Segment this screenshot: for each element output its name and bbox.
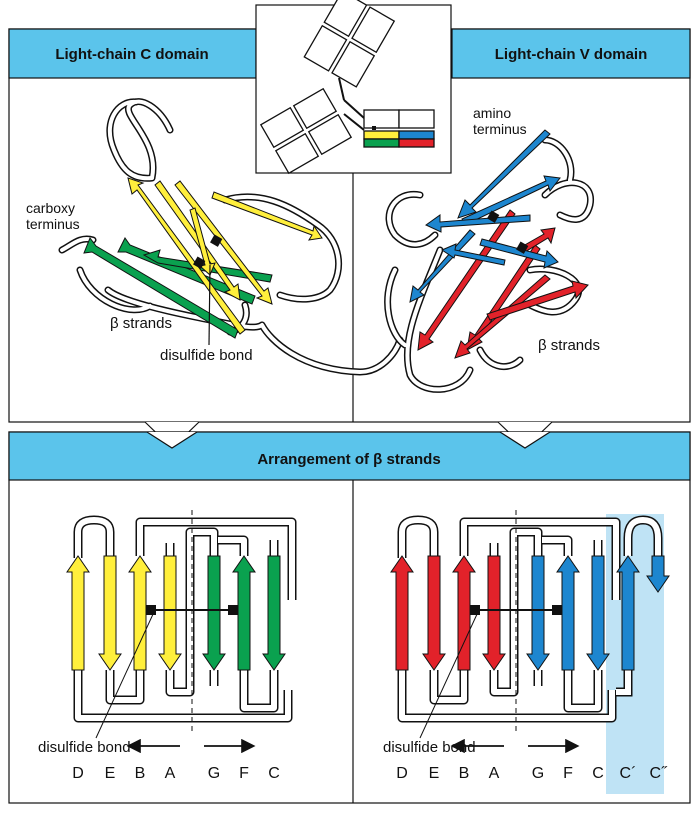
strand-label-5: F: [563, 765, 573, 782]
strand-C-double-prime: [646, 555, 670, 593]
strand-label-7: C´: [620, 765, 637, 782]
inset-v-domain-blue: [398, 130, 435, 140]
strand-E: [98, 555, 122, 671]
strand-label-1: E: [429, 765, 440, 782]
beta-strands-left-label: β strands: [110, 315, 172, 332]
v-domain-title: Light-chain V domain: [495, 46, 648, 63]
strand-label-2: B: [459, 765, 470, 782]
strand-B: [452, 555, 476, 671]
arrangement-title: Arrangement of β strands: [257, 451, 440, 468]
strand-E: [422, 555, 446, 671]
strand-label-6: C: [268, 765, 280, 782]
strand-G: [526, 555, 550, 671]
strand-label-1: E: [105, 765, 116, 782]
strand-label-3: A: [489, 765, 500, 782]
strand-F: [556, 555, 580, 671]
strand-label-3: A: [165, 765, 176, 782]
strand-A: [482, 555, 506, 671]
strand-F: [232, 555, 256, 671]
strand-label-4: G: [532, 765, 544, 782]
disulfide-bond-right-label: disulfide bond: [383, 739, 476, 756]
c-domain-title: Light-chain C domain: [55, 46, 208, 63]
v-domain-header: [451, 28, 691, 79]
strand-label-0: D: [396, 765, 408, 782]
strand-D: [66, 555, 90, 671]
c-domain-ribbon: [58, 98, 404, 376]
arrangement-header: [8, 431, 691, 481]
strand-C: [586, 555, 610, 671]
strand-label-8: C˝: [650, 765, 669, 782]
amino-terminus-label-1: amino: [473, 105, 511, 121]
c-domain-header: [8, 28, 257, 79]
strand-B: [128, 555, 152, 671]
antibody-inset: [255, 0, 452, 175]
strand-label-6: C: [592, 765, 604, 782]
strand-label-5: F: [239, 765, 249, 782]
inset-c-domain-green: [363, 138, 400, 148]
strand-D: [390, 555, 414, 671]
carboxy-terminus-label-2: terminus: [26, 216, 80, 232]
inset-lower-arm: [259, 87, 353, 175]
inset-c-domain-yellow: [363, 130, 400, 140]
amino-terminus-label-2: terminus: [473, 121, 527, 137]
disulfide-bond-left-label: disulfide bond: [38, 739, 131, 756]
strand-label-4: G: [208, 765, 220, 782]
strand-C-prime: [616, 555, 640, 671]
strand-G: [202, 555, 226, 671]
top-panel: Light-chain C domain Light-chain V domai…: [8, 0, 691, 423]
inset-heavy-arm: [303, 0, 396, 88]
carboxy-terminus-label-1: carboxy: [26, 200, 75, 216]
disulfide-bond-top-label: disulfide bond: [160, 347, 253, 364]
inset-v-domain-red: [398, 138, 435, 148]
v-domain-ribbon: [384, 129, 594, 393]
strand-label-2: B: [135, 765, 146, 782]
strand-C: [262, 555, 286, 671]
strand-A: [158, 555, 182, 671]
beta-strands-right-label: β strands: [538, 337, 600, 354]
v-domain-topology: D E B A G F C C´ C˝: [390, 510, 670, 782]
strand-label-0: D: [72, 765, 84, 782]
